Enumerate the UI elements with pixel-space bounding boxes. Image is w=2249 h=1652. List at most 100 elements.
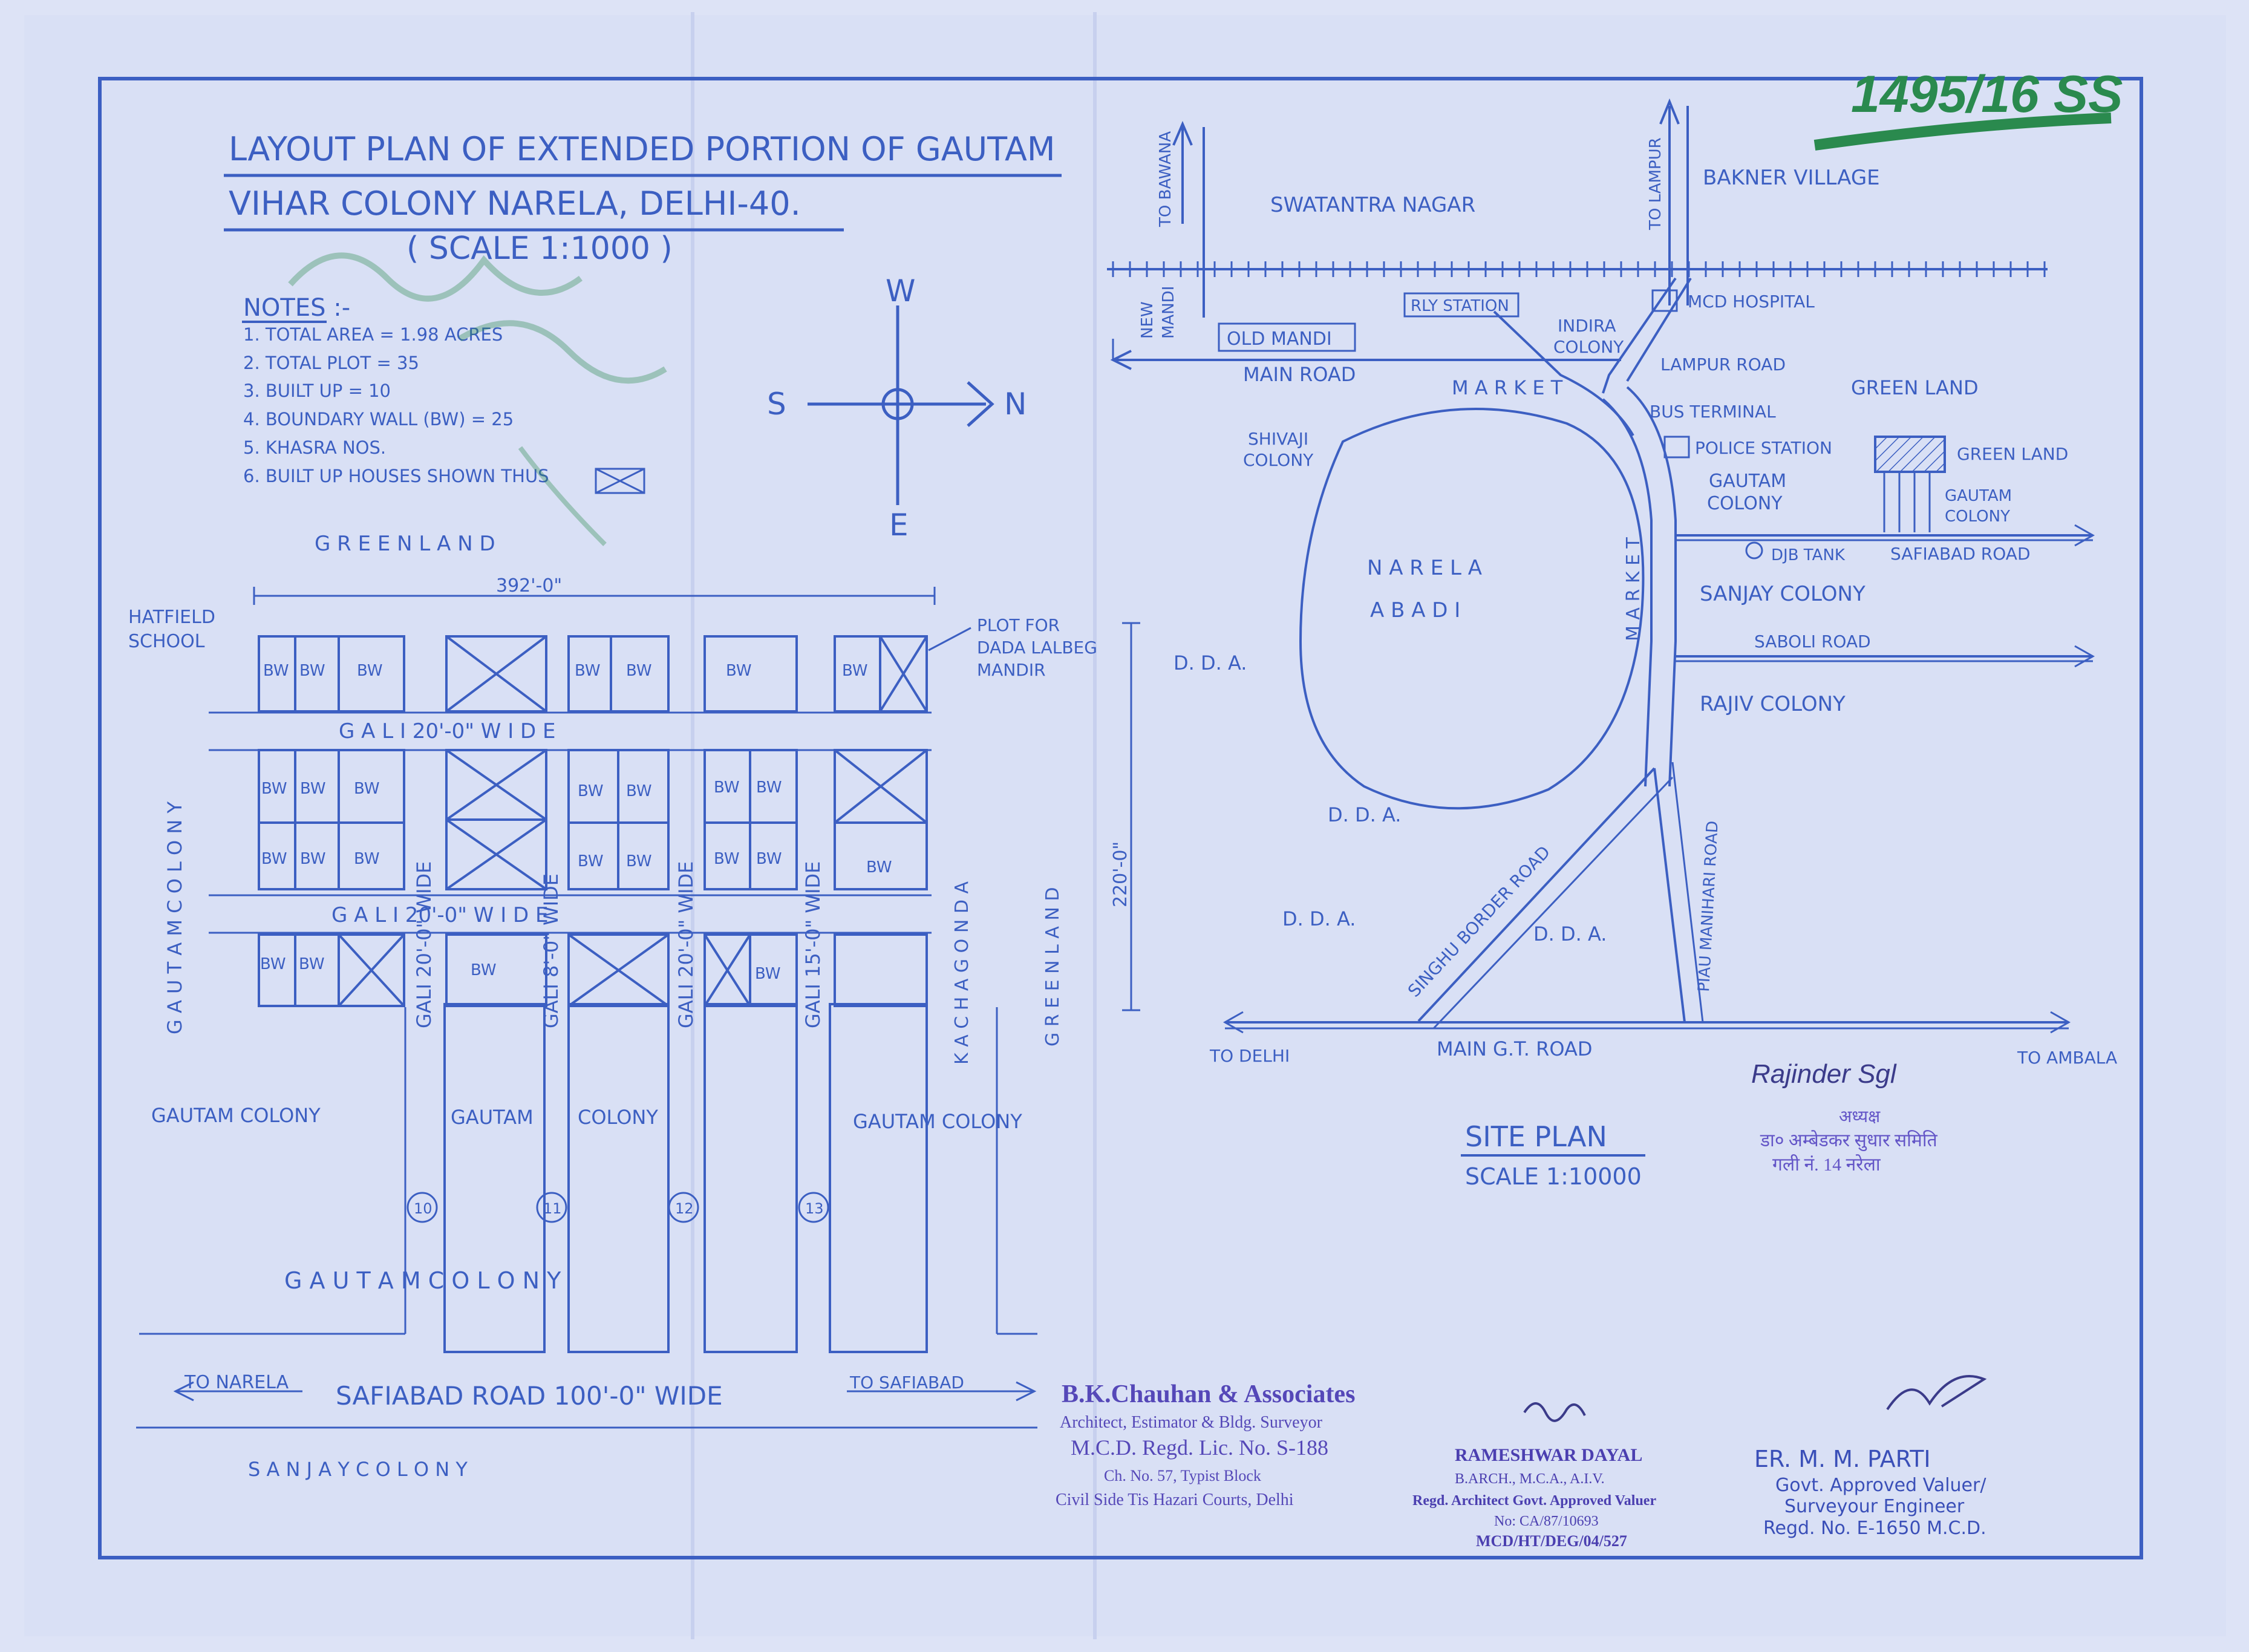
old-mandi-box: [1218, 322, 1356, 352]
plot-number: 13: [805, 1200, 824, 1217]
note-item: 5. KHASRA NOS.: [243, 437, 386, 458]
svg-text:Ch. No. 57, Typist Block: Ch. No. 57, Typist Block: [1104, 1467, 1261, 1484]
label-bw: BW: [260, 955, 286, 973]
compass-west: W: [886, 273, 915, 309]
label-gautam-colony: GAUTAM COLONY: [151, 1104, 321, 1127]
label-to-ambala: TO AMBALA: [2017, 1048, 2117, 1068]
label-to-narela: TO NARELA: [184, 1372, 289, 1393]
svg-text:M.C.D. Regd. Lic. No. S-188: M.C.D. Regd. Lic. No. S-188: [1071, 1435, 1328, 1460]
label-gali-v4: GALI 15'-0" WIDE: [801, 861, 824, 1028]
label-bw: BW: [261, 780, 287, 798]
label-bw: BW: [714, 779, 740, 797]
label-bw: BW: [756, 779, 782, 797]
svg-text:RAMESHWAR DAYAL: RAMESHWAR DAYAL: [1455, 1445, 1642, 1465]
label-bw: BW: [354, 850, 380, 868]
label-bw: BW: [471, 961, 497, 979]
label-green-land: G R E E N L A N D: [315, 532, 495, 556]
label-gautam-colony-vertical: G A U T A M C O L O N Y: [163, 801, 186, 1034]
site-plan-title: SITE PLAN: [1465, 1120, 1607, 1153]
label-gali-v2: GALI 8'-0" WIDE: [540, 873, 563, 1028]
label-bus-terminal: BUS TERMINAL: [1650, 402, 1776, 422]
label-sanjay-colony: S A N J A Y C O L O N Y: [248, 1458, 468, 1481]
label-safiabad-road: SAFIABAD ROAD: [1890, 544, 2031, 564]
green-land-hatched: [1874, 436, 1946, 473]
label-dda: D. D. A.: [1173, 651, 1247, 674]
label-saboli-road: SABOLI ROAD: [1754, 632, 1871, 651]
label-green-land: GREEN LAND: [1851, 376, 1979, 399]
label-green-land-vertical: G R E E N L A N D: [1042, 887, 1063, 1046]
label-bw: BW: [357, 662, 383, 680]
label-mandir: PLOT FOR: [977, 615, 1060, 635]
svg-text:Regd. Architect Govt. Approved: Regd. Architect Govt. Approved Valuer: [1412, 1493, 1656, 1509]
bw-labels: BW BW BW BW BW BW BW BW BW BW BW BW BW B…: [260, 662, 892, 983]
label-narela-abadi: N A R E L A: [1367, 556, 1482, 580]
label-indira-colony: INDIRA: [1558, 316, 1616, 336]
label-shivaji-colony: COLONY: [1243, 450, 1314, 470]
label-rly-station: RLY STATION: [1411, 297, 1509, 315]
label-to-lampur: TO LAMPUR: [1647, 137, 1665, 230]
label-mandir: MANDIR: [977, 660, 1046, 680]
compass-south: S: [767, 387, 786, 422]
label-gali-v1: GALI 20'-0" WIDE: [413, 861, 436, 1028]
plot-number: 10: [414, 1200, 432, 1217]
label-gautam-colony: GAUTAM COLONY: [853, 1110, 1022, 1133]
plot-number: 11: [543, 1200, 562, 1217]
label-bakner-village: BAKNER VILLAGE: [1703, 166, 1880, 190]
title-line-2: VIHAR COLONY NARELA, DELHI-40.: [229, 184, 801, 223]
plot-numbers: 10 11 12 13: [406, 1192, 829, 1223]
label-old-mandi: OLD MANDI: [1227, 328, 1332, 350]
compass-east: E: [889, 508, 909, 543]
notes-block: NOTES :- 1. TOTAL AREA = 1.98 ACRES 2. T…: [242, 294, 645, 494]
label-to-bawana: TO BAWANA: [1157, 131, 1175, 227]
bk-chauhan-stamp: B.K.Chauhan & Associates Architect, Esti…: [1056, 1380, 1355, 1509]
note-item: 1. TOTAL AREA = 1.98 ACRES: [243, 324, 503, 345]
svg-text:ER. M. M. PARTI: ER. M. M. PARTI: [1754, 1446, 1931, 1472]
plot-grid: [258, 635, 928, 1353]
svg-text:Civil Side Tis Hazari Courts,: Civil Side Tis Hazari Courts, Delhi: [1056, 1490, 1294, 1509]
svg-text:गली नं. 14 नरेला: गली नं. 14 नरेला: [1772, 1154, 1881, 1175]
layout-plan: G R E E N L A N D 392'-0" HATFIELD SCHOO…: [128, 532, 1140, 1481]
market-road: [1602, 398, 1653, 787]
piau-manihari-road: [1653, 768, 1686, 1023]
label-bw: BW: [299, 955, 325, 973]
signature-rajinder: Rajinder Sgl: [1751, 1059, 1897, 1089]
svg-text:Govt. Approved Valuer/: Govt. Approved Valuer/: [1775, 1475, 1986, 1496]
label-new-mandi: NEW: [1138, 301, 1157, 339]
label-bw: BW: [755, 965, 781, 983]
sheet-surface: [24, 15, 2226, 1636]
label-shivaji-colony: SHIVAJI: [1248, 429, 1308, 449]
label-dda: D. D. A.: [1533, 922, 1607, 945]
rameshwar-dayal-stamp: RAMESHWAR DAYAL B.ARCH., M.C.A., A.I.V. …: [1412, 1402, 1656, 1550]
svg-text:B.K.Chauhan & Associates: B.K.Chauhan & Associates: [1062, 1380, 1355, 1408]
label-bw: BW: [756, 850, 782, 868]
dimension-width: 392'-0": [496, 575, 562, 596]
label-hatfield: HATFIELD: [128, 607, 215, 628]
plot-number: 12: [675, 1200, 694, 1217]
title-scale: ( SCALE 1:1000 ): [406, 230, 673, 267]
label-sanjay-colony: SANJAY COLONY: [1700, 582, 1865, 606]
mm-parti-stamp: ER. M. M. PARTI Govt. Approved Valuer/ S…: [1754, 1375, 1987, 1539]
label-green-land: GREEN LAND: [1957, 444, 2068, 464]
compass: W E S N: [767, 273, 1027, 543]
label-gautam-colony: COLONY: [1707, 493, 1783, 514]
note-item: 3. BUILT UP = 10: [243, 380, 391, 401]
label-main-gt-road: MAIN G.T. ROAD: [1437, 1037, 1593, 1060]
label-hatfield: SCHOOL: [128, 631, 205, 652]
narela-abadi-boundary: [1299, 408, 1645, 810]
note-item: 4. BOUNDARY WALL (BW) = 25: [243, 409, 514, 429]
hindi-stamp: अध्यक्ष डा० अम्बेडकर सुधार समिति गली नं.…: [1760, 1108, 1938, 1175]
label-bw: BW: [261, 850, 287, 868]
compass-north: N: [1004, 387, 1027, 422]
label-gautam-colony: COLONY: [578, 1106, 658, 1129]
label-bw: BW: [300, 780, 326, 798]
label-gautam-colony: GAUTAM: [1709, 471, 1786, 492]
handwriting-mark: [288, 252, 667, 546]
label-gali-mid: G A L I 20'-0" W I D E: [331, 903, 549, 927]
label-narela-abadi: A B A D I: [1370, 598, 1460, 622]
svg-text:Surveyour Engineer: Surveyour Engineer: [1784, 1496, 1965, 1517]
label-bw: BW: [866, 858, 892, 877]
label-new-mandi: MANDI: [1160, 286, 1178, 339]
dimension-height: 220'-0": [1110, 841, 1131, 907]
svg-text:No: CA/87/10693: No: CA/87/10693: [1494, 1513, 1599, 1529]
